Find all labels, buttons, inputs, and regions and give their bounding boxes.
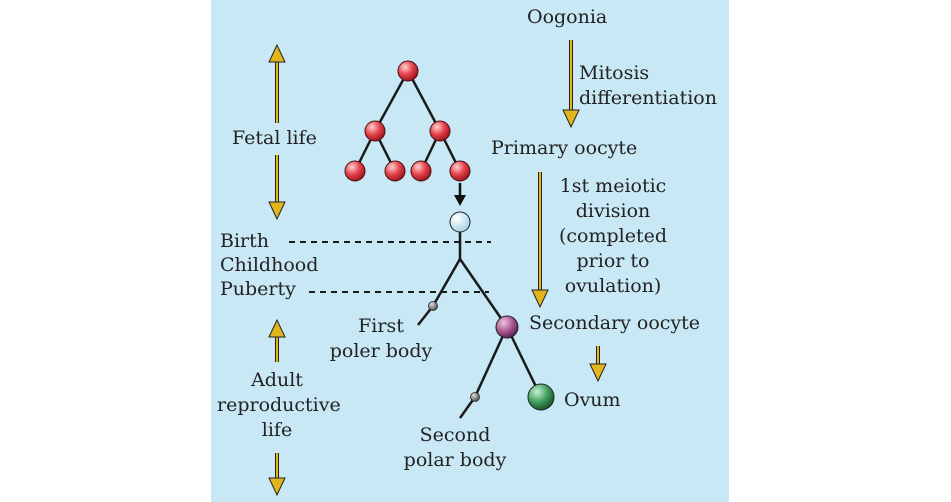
- oogenesis-diagram: [211, 0, 729, 502]
- first-polar-body-label-2: poler body: [329, 340, 433, 362]
- second-polar-body-label-1: Second: [419, 424, 491, 446]
- differentiation-black-arrow: [454, 183, 466, 206]
- secondary-oocyte-label: Secondary oocyte: [529, 312, 701, 334]
- meiosis-arrow: [531, 172, 549, 309]
- meiotic-division-label-4: prior to: [576, 250, 650, 272]
- oogonia-cell: [429, 120, 451, 142]
- oogonia-cell: [410, 160, 432, 182]
- fetal-life-up-arrow: [268, 43, 286, 123]
- ovulation-arrow: [589, 346, 607, 383]
- primary-oocyte-label: Primary oocyte: [491, 137, 638, 159]
- childhood-label: Childhood: [220, 254, 319, 276]
- meiotic-division-label-2: division: [575, 200, 651, 222]
- oogonia-cells: [344, 60, 471, 182]
- oogonia-label: Oogonia: [527, 6, 608, 28]
- first-polar-body: [428, 301, 438, 311]
- secondary-oocyte: [495, 315, 519, 339]
- meiotic-division-label-3: (completed: [558, 225, 668, 247]
- mitosis-label: Mitosis: [579, 62, 650, 84]
- fetal-life-label: Fetal life: [232, 127, 317, 149]
- oogonia-cell: [384, 160, 406, 182]
- adult-life-down-arrow: [268, 453, 286, 497]
- oogonia-cell: [344, 160, 366, 182]
- ovum-label: Ovum: [564, 389, 621, 411]
- second-polar-body-label-2: polar body: [403, 449, 507, 471]
- mitosis-arrow: [562, 40, 580, 129]
- meiotic-division-label-5: ovulation): [564, 275, 662, 297]
- background: [211, 0, 729, 502]
- primary-oocyte: [449, 211, 471, 233]
- fetal-life-down-arrow: [268, 155, 286, 221]
- adult-life-label-1: Adult: [251, 369, 303, 391]
- oogonia-cell: [397, 60, 419, 82]
- diagram-panel: Oogonia Mitosis differentiation Primary …: [211, 0, 729, 502]
- oogonia-cell: [364, 120, 386, 142]
- oogonia-cell: [449, 160, 471, 182]
- ovum: [527, 383, 555, 411]
- adult-life-label-2: reproductive: [217, 394, 341, 416]
- differentiation-label: differentiation: [579, 87, 717, 109]
- meiotic-division-label-1: 1st meiotic: [559, 175, 667, 197]
- second-polar-body: [470, 392, 480, 402]
- birth-label: Birth: [220, 230, 269, 252]
- adult-life-up-arrow: [268, 318, 286, 362]
- first-polar-body-label-1: First: [358, 315, 404, 337]
- puberty-label: Puberty: [220, 278, 296, 300]
- adult-life-label-3: life: [261, 419, 293, 441]
